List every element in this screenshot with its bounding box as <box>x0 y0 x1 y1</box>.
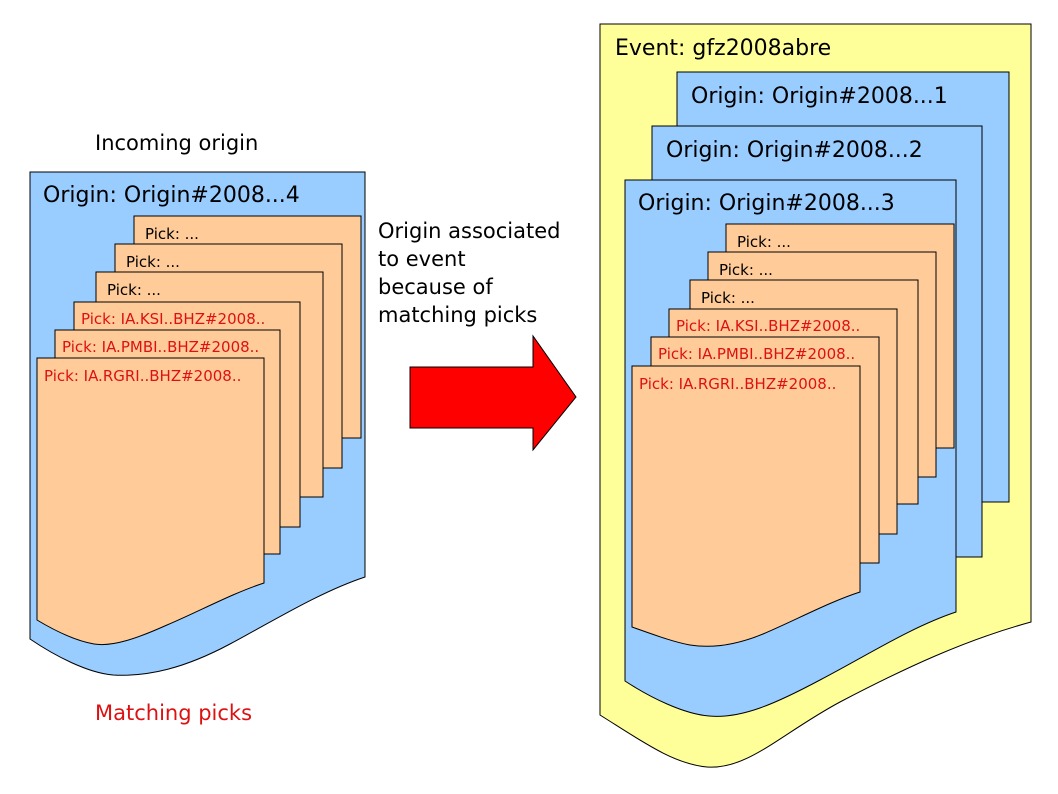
pick-label-highlighted: Pick: IA.RGRI..BHZ#2008.. <box>44 367 242 385</box>
pick-label: Pick: ... <box>145 225 199 243</box>
pick-label-highlighted: Pick: IA.KSI..BHZ#2008.. <box>676 317 861 335</box>
pick-label: Pick: ... <box>719 261 773 279</box>
pick-label-highlighted: Pick: IA.KSI..BHZ#2008.. <box>81 310 266 328</box>
annotation-line: matching picks <box>378 303 538 327</box>
left-origin-group <box>29 171 366 676</box>
pick-document-shape <box>631 365 861 647</box>
annotation-line: because of <box>378 275 493 299</box>
annotation-line: to event <box>378 247 466 271</box>
pick-label: Pick: ... <box>107 281 161 299</box>
pick-label: Pick: ... <box>701 289 755 307</box>
annotation-line: Origin associated <box>378 219 561 243</box>
event-title: Event: gfz2008abre <box>615 36 832 61</box>
pick-label-highlighted: Pick: IA.PMBI..BHZ#2008.. <box>62 338 260 356</box>
event-group <box>599 23 1032 768</box>
association-annotation: Origin associated to event because of ma… <box>378 217 560 329</box>
pick-label: Pick: ... <box>737 233 791 251</box>
origin1-title: Origin: Origin#2008...1 <box>691 84 948 109</box>
incoming-origin-label: Incoming origin <box>95 131 259 155</box>
matching-picks-caption: Matching picks <box>95 701 253 725</box>
arrow-right-icon <box>409 334 577 452</box>
pick-label: Pick: ... <box>126 253 180 271</box>
origin4-title: Origin: Origin#2008...4 <box>43 183 300 208</box>
origin3-title: Origin: Origin#2008...3 <box>638 191 895 216</box>
origin2-title: Origin: Origin#2008...2 <box>666 138 923 163</box>
pick-document-shape <box>36 357 265 646</box>
association-arrow <box>409 334 577 452</box>
pick-label-highlighted: Pick: IA.PMBI..BHZ#2008.. <box>658 345 856 363</box>
pick-label-highlighted: Pick: IA.RGRI..BHZ#2008.. <box>639 375 837 393</box>
